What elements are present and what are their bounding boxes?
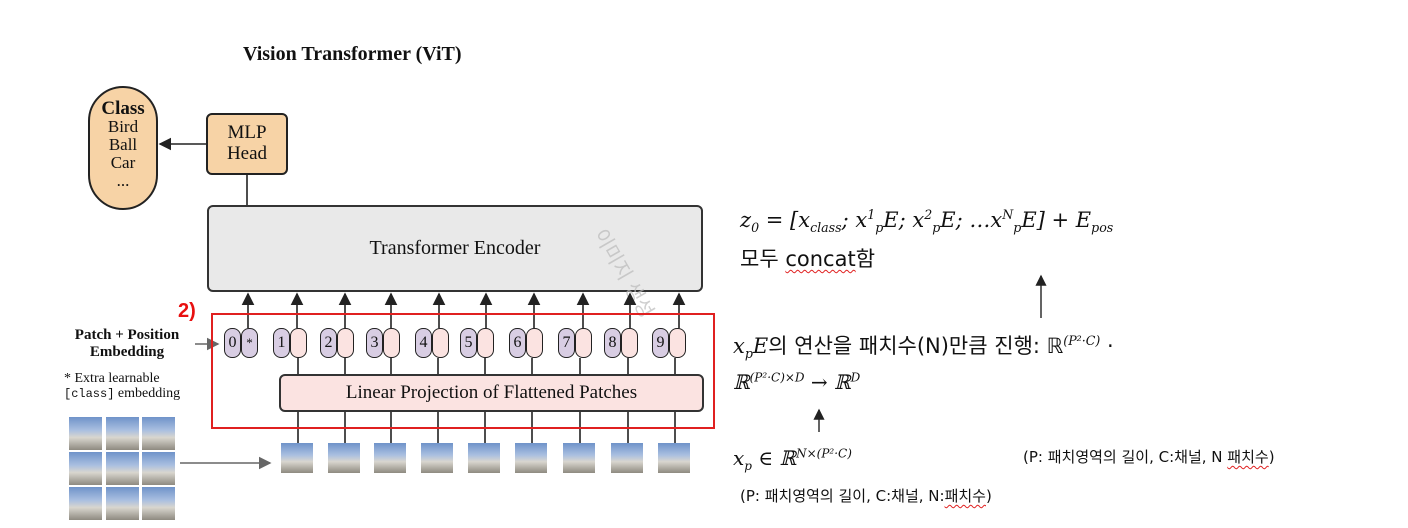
class-item: Bird	[107, 117, 139, 136]
sequence-patch	[611, 443, 643, 473]
equation-dimension: ℝ(P²·C)×D → ℝD	[733, 370, 861, 394]
equation-projection: xpE의 연산을 패치수(N)만큼 진행: ℝ(P²·C) ·	[733, 333, 1114, 362]
position-token: 2	[320, 328, 337, 358]
mlp-head-line2: Head	[226, 143, 268, 164]
position-token: 6	[509, 328, 526, 358]
concat-note: 모두 concat함	[740, 247, 876, 271]
token-arrows	[241, 292, 686, 328]
image-patch	[106, 487, 139, 520]
image-patch	[142, 452, 175, 485]
highlight-box	[211, 313, 715, 429]
diagram-title: Vision Transformer (ViT)	[243, 43, 462, 65]
image-patch	[69, 487, 102, 520]
sequence-patch	[328, 443, 360, 473]
class-token: *	[241, 328, 258, 358]
sequence-patch	[281, 443, 313, 473]
transformer-encoder-box: Transformer Encoder	[207, 205, 703, 292]
highlight-label: 2)	[178, 300, 196, 322]
patch-token	[477, 328, 494, 358]
sequence-patch	[515, 443, 547, 473]
patch-position-line2: Embedding	[89, 344, 165, 360]
position-token: 7	[558, 328, 575, 358]
variable-note-right: (P: 패치영역의 길이, C:채널, N 패치수)	[1023, 448, 1275, 466]
image-patch	[106, 417, 139, 450]
patch-token	[432, 328, 449, 358]
patch-token	[526, 328, 543, 358]
class-item: Car	[110, 153, 136, 172]
position-token: 1	[273, 328, 290, 358]
sequence-patch	[658, 443, 690, 473]
class-item: Ball	[108, 135, 138, 154]
patch-token	[669, 328, 686, 358]
class-output-box: Class Bird Ball Car ...	[88, 86, 158, 210]
sequence-patch	[421, 443, 453, 473]
image-patch	[142, 487, 175, 520]
patch-position-label: Patch + Position Embedding	[52, 327, 202, 361]
patch-position-line1: Patch + Position	[74, 327, 180, 343]
position-token: 9	[652, 328, 669, 358]
position-token: 4	[415, 328, 432, 358]
class-code: [class]	[64, 387, 115, 401]
class-heading: Class	[101, 98, 145, 119]
extra-note-line2: [class] embedding	[64, 386, 180, 402]
position-token-0: 0	[224, 328, 241, 358]
variable-note-below: (P: 패치영역의 길이, C:채널, N:패치수)	[740, 487, 992, 505]
image-patch	[106, 452, 139, 485]
class-item: ...	[116, 171, 130, 190]
patch-token	[575, 328, 592, 358]
extra-note-rest: embedding	[114, 386, 181, 401]
patch-token	[383, 328, 400, 358]
image-patch	[69, 452, 102, 485]
position-token: 8	[604, 328, 621, 358]
patch-token	[337, 328, 354, 358]
image-patch	[142, 417, 175, 450]
sequence-patch	[468, 443, 500, 473]
sequence-patch	[563, 443, 595, 473]
mlp-head-line1: MLP	[227, 122, 267, 143]
sequence-patch	[374, 443, 406, 473]
mlp-head-box: MLP Head	[206, 113, 288, 175]
patch-token	[621, 328, 638, 358]
linear-projection-box: Linear Projection of Flattened Patches	[279, 374, 704, 412]
image-patch	[69, 417, 102, 450]
equation-z0: z0 = [xclass; x1pE; x2pE; …xNpE] + Epos	[740, 207, 1114, 236]
patch-token	[290, 328, 307, 358]
extra-note-line1: * Extra learnable	[64, 371, 160, 386]
equation-xp: xp ∈ ℝN×(P²·C)	[733, 446, 852, 473]
position-token: 3	[366, 328, 383, 358]
position-token: 5	[460, 328, 477, 358]
